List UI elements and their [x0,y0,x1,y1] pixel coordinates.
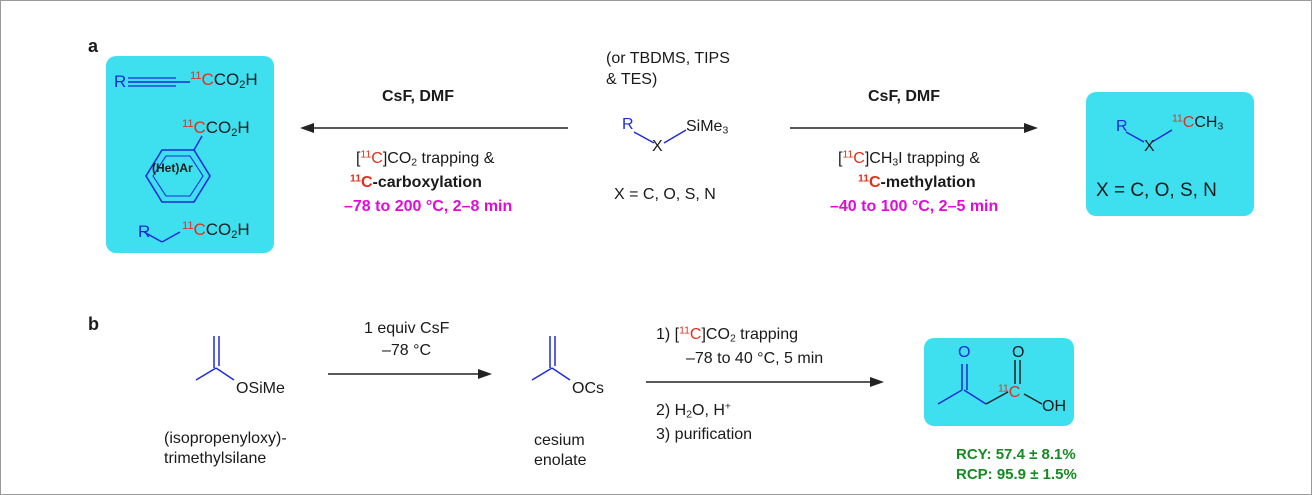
center-silyl: SiMe3 [686,118,729,137]
right-conditions: –40 to 100 °C, 2–5 min [830,198,999,215]
center-x-atom: X [652,138,663,155]
step1-temperature: –78 °C [382,342,432,359]
start-name-line1: (isopropenyloxy)- [164,430,287,447]
methyl-product-bonds [1125,129,1173,143]
center-r-group: R [622,116,634,133]
step3-purification: 3) purification [656,426,753,443]
product-box-methylation [1086,92,1254,216]
methyl-r-group: R [1116,118,1128,135]
left-trapping: [11C]CO2 trapping & [356,149,495,169]
aryl-co2h: 11CCO2H [182,117,250,139]
panel-b-label: b [88,314,99,334]
arrow-step1 [328,369,492,379]
alt-silyl-line2: & TES) [606,71,658,88]
ketone-oxygen: O [958,344,971,361]
methyl-x-atom: X [1144,138,1155,155]
arrow-left [300,123,568,133]
methyl-ch3: 11CCH3 [1172,113,1224,133]
center-substrate-bonds [633,129,687,144]
enolate-name-line1: cesium [534,432,585,449]
alt-silyl-line1: (or TBDMS, TIPS [606,50,730,67]
acid-carbonyl-oxygen: O [1012,344,1025,361]
start-silyl-label: OSiMe [236,380,285,397]
step2-conditions: –78 to 40 °C, 5 min [686,350,824,367]
het-ar-label: (Het)Ar [152,161,193,175]
product-box-carboxylic-acids [106,56,274,253]
arrow-right [790,123,1038,133]
step1-reagent: 1 equiv CsF [364,320,450,337]
enolate-bonds [531,336,571,381]
product-b-bonds [937,360,1043,405]
center-x-definition: X = C, O, S, N [614,186,716,203]
panel-a-label: a [88,36,99,56]
product-box-acetoacetic-acid [924,338,1074,426]
right-trapping: [11C]CH3I trapping & [838,149,980,169]
start-name-line2: trimethylsilane [164,450,267,467]
alkyne-bonds [128,77,190,87]
aryl-ring [145,135,211,203]
alkyne-r-group: R [114,72,127,91]
left-reagents: CsF, DMF [382,88,454,105]
alkyne-co2h: 11CCO2H [190,69,258,91]
methyl-x-definition: X = C, O, S, N [1096,180,1217,201]
start-material-bonds [195,336,235,381]
step2-trapping: 1) [11C]CO2 trapping [656,325,798,345]
arrow-step2 [646,377,884,387]
right-reaction: 11C-methylation [858,173,976,191]
alkyl-r-group: R [138,222,151,241]
enolate-name-line2: enolate [534,452,587,469]
right-reagents: CsF, DMF [868,88,940,105]
rcy-value: RCY: 57.4 ± 8.1% [956,446,1076,463]
alkyl-co2h: 11CCO2H [182,219,250,241]
enolate-ocs-label: OCs [572,380,604,397]
rcp-value: RCP: 95.9 ± 1.5% [956,466,1077,483]
alkyl-chain [143,231,181,243]
left-reaction: 11C-carboxylation [350,173,482,191]
left-conditions: –78 to 200 °C, 2–8 min [344,198,513,215]
labeled-carbon: 11C [998,383,1021,401]
acid-hydroxyl: OH [1042,398,1066,415]
step2-workup: 2) H2O, H+ [656,401,731,421]
